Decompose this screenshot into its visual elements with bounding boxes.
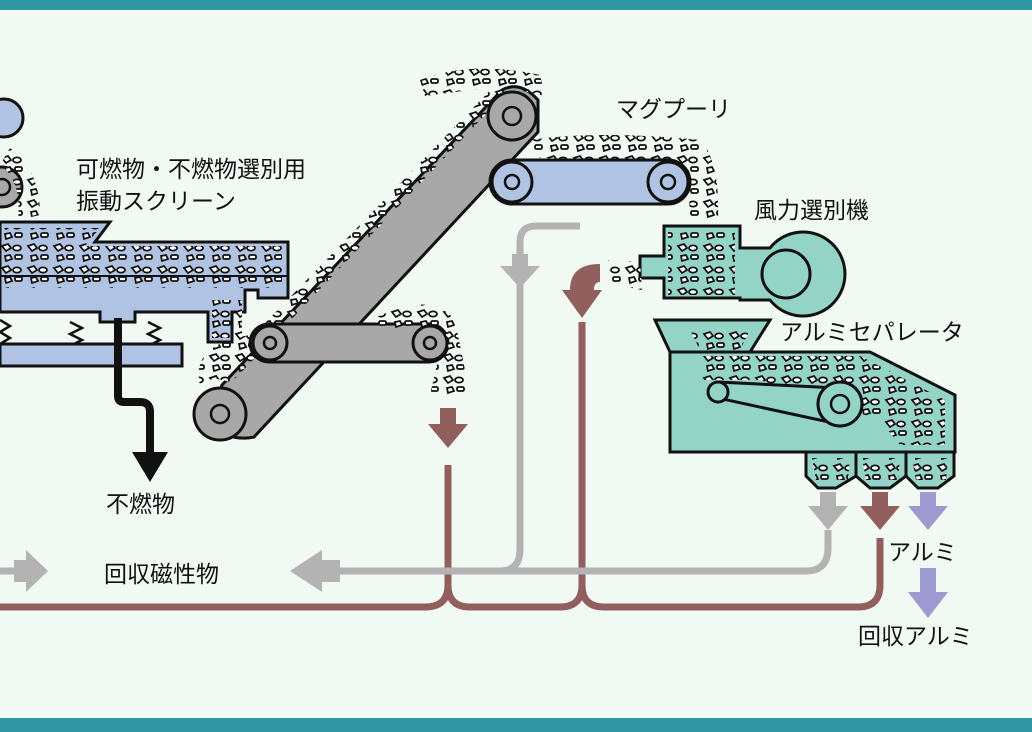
magnetic-pulley-drum — [646, 160, 690, 204]
label-non-combustibles: 不燃物 — [106, 492, 175, 518]
arrow-magnetics-leftward — [290, 550, 340, 592]
label-vibrating-screen-line1: 可燃物・不燃物選別用 — [76, 157, 306, 183]
top-feeder-pulley — [0, 97, 25, 139]
label-recovered-aluminum: 回収アルミ — [858, 624, 973, 650]
label-magnetic-pulley: マグプーリ — [616, 97, 731, 123]
label-recovered-magnetics: 回収磁性物 — [104, 562, 219, 588]
arrow-bin-brown-down — [860, 492, 900, 530]
arrow-conveyor-residue-down — [428, 408, 468, 448]
vibrating-screen — [0, 97, 290, 482]
screen-base — [0, 342, 184, 368]
falling-waste-stream — [0, 148, 40, 220]
residue-flow-lines — [0, 322, 884, 611]
label-vibrating-screen-line2: 振動スクリーン — [76, 189, 236, 215]
arrow-magnetic-pulley-down — [500, 254, 540, 288]
label-aluminum-separator: アルミセパレータ — [780, 320, 964, 346]
arrow-bin-purple-down — [908, 492, 948, 530]
residue-conveyor — [248, 304, 470, 395]
upper-pulley — [486, 90, 538, 142]
flow-arrows — [14, 254, 948, 618]
lower-pulley — [192, 386, 248, 442]
non-combustible-arrow — [132, 452, 168, 482]
aluminum-separator — [652, 318, 957, 490]
label-air-separator: 風力選別機 — [754, 198, 869, 224]
label-aluminum: アルミ — [888, 540, 957, 566]
magnetic-pulley-conveyor — [488, 135, 719, 220]
non-combustible-outlet-pipe — [114, 318, 154, 458]
air-separator — [608, 224, 847, 318]
eddy-current-rotor — [816, 380, 864, 428]
arrow-air-separator-residue — [562, 264, 602, 318]
arrow-bin-gray-down — [808, 492, 848, 530]
arrow-aluminum-recovered-down — [908, 568, 948, 618]
arrow-left-into-magnetics — [14, 550, 48, 592]
